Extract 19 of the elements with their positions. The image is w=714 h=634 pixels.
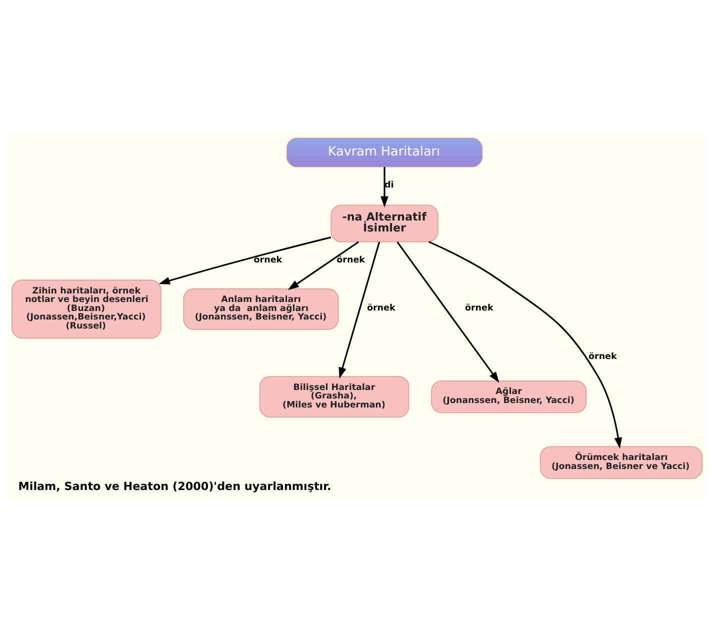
- node-box: Kavram Haritaları: [286, 137, 483, 167]
- edge-label: örnek: [254, 254, 282, 265]
- arrow: [380, 166, 388, 207]
- caption: Milam, Santo ve Heaton (2000)'den uyarlanmıştır.: [18, 479, 332, 492]
- node-box: Zihin haritaları, örnek notlar ve beyin desenleri (Buzan) (Jonassen,Beisner,Yacci) (Russel): [12, 279, 162, 338]
- node-box: Ağlar (Jonanssen, Beisner, Yacci): [431, 380, 587, 413]
- arrow: [338, 241, 380, 378]
- edge-label: örnek: [588, 351, 617, 362]
- node-box: Örümcek haritaları (Jonassen, Beisner ve Yacci): [540, 446, 702, 478]
- arrow: [396, 241, 500, 382]
- arrow: [158, 236, 332, 284]
- node-box: Bilişsel Haritalar (Grasha), (Miles ve Huberman): [259, 376, 410, 418]
- edge-label: örnek: [366, 303, 396, 314]
- node-box: -na Alternatif İsimler: [330, 204, 438, 242]
- node-box: Anlam haritaları ya da anlam ağları (Jonanssen, Beisner, Yacci): [183, 288, 339, 330]
- arrow: [288, 240, 360, 290]
- edge-label: örnek: [336, 254, 365, 265]
- arrow: [428, 240, 622, 448]
- edge-label: örnek: [464, 303, 494, 314]
